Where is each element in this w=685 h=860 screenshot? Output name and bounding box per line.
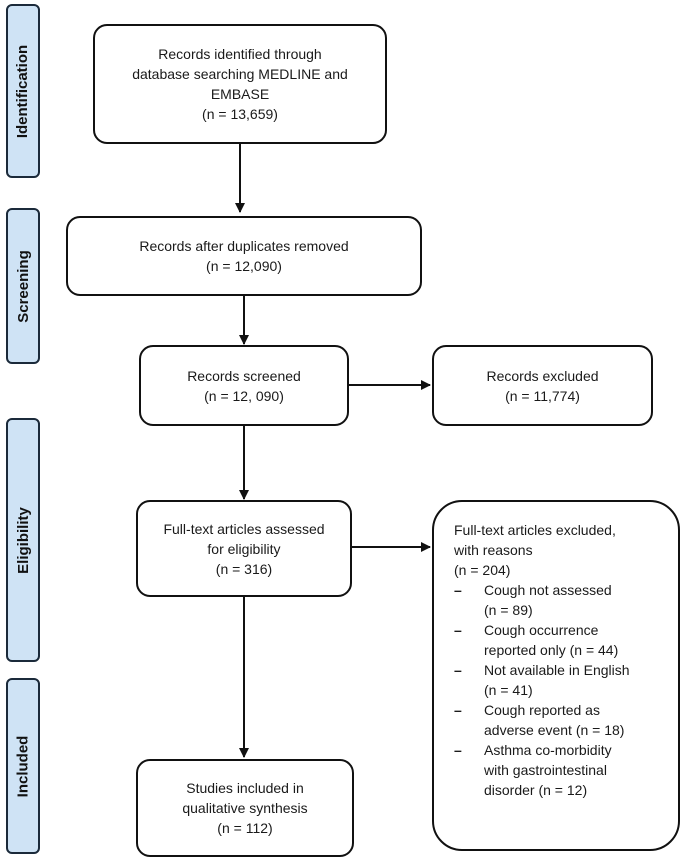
box-records-identified: Records identified through database sear… [93,24,387,144]
box-records-excluded: Records excluded (n = 11,774) [432,345,653,426]
phase-screening: Screening [6,208,40,364]
phase-included: Included [6,678,40,854]
exclusion-reason: Cough reported as adverse event (n = 18) [454,700,664,740]
phase-eligibility: Eligibility [6,418,40,662]
box-fulltext-excluded: Full-text articles excluded, with reason… [432,500,680,851]
exclusion-reason: Cough occurrence reported only (n = 44) [454,620,664,660]
exclusion-reason: Not available in English (n = 41) [454,660,664,700]
fulltext-excluded-header: Full-text articles excluded, with reason… [454,522,616,578]
phase-identification: Identification [6,4,40,178]
box-records-screened: Records screened (n = 12, 090) [139,345,349,426]
box-fulltext-assessed: Full-text articles assessed for eligibil… [136,500,352,597]
exclusion-reason: Asthma co-morbidity with gastrointestina… [454,740,664,800]
box-studies-included: Studies included in qualitative synthesi… [136,759,354,857]
exclusion-reason: Cough not assessed (n = 89) [454,580,664,620]
exclusion-reasons-list: Cough not assessed (n = 89) Cough occurr… [454,580,664,800]
box-after-duplicates: Records after duplicates removed (n = 12… [66,216,422,296]
